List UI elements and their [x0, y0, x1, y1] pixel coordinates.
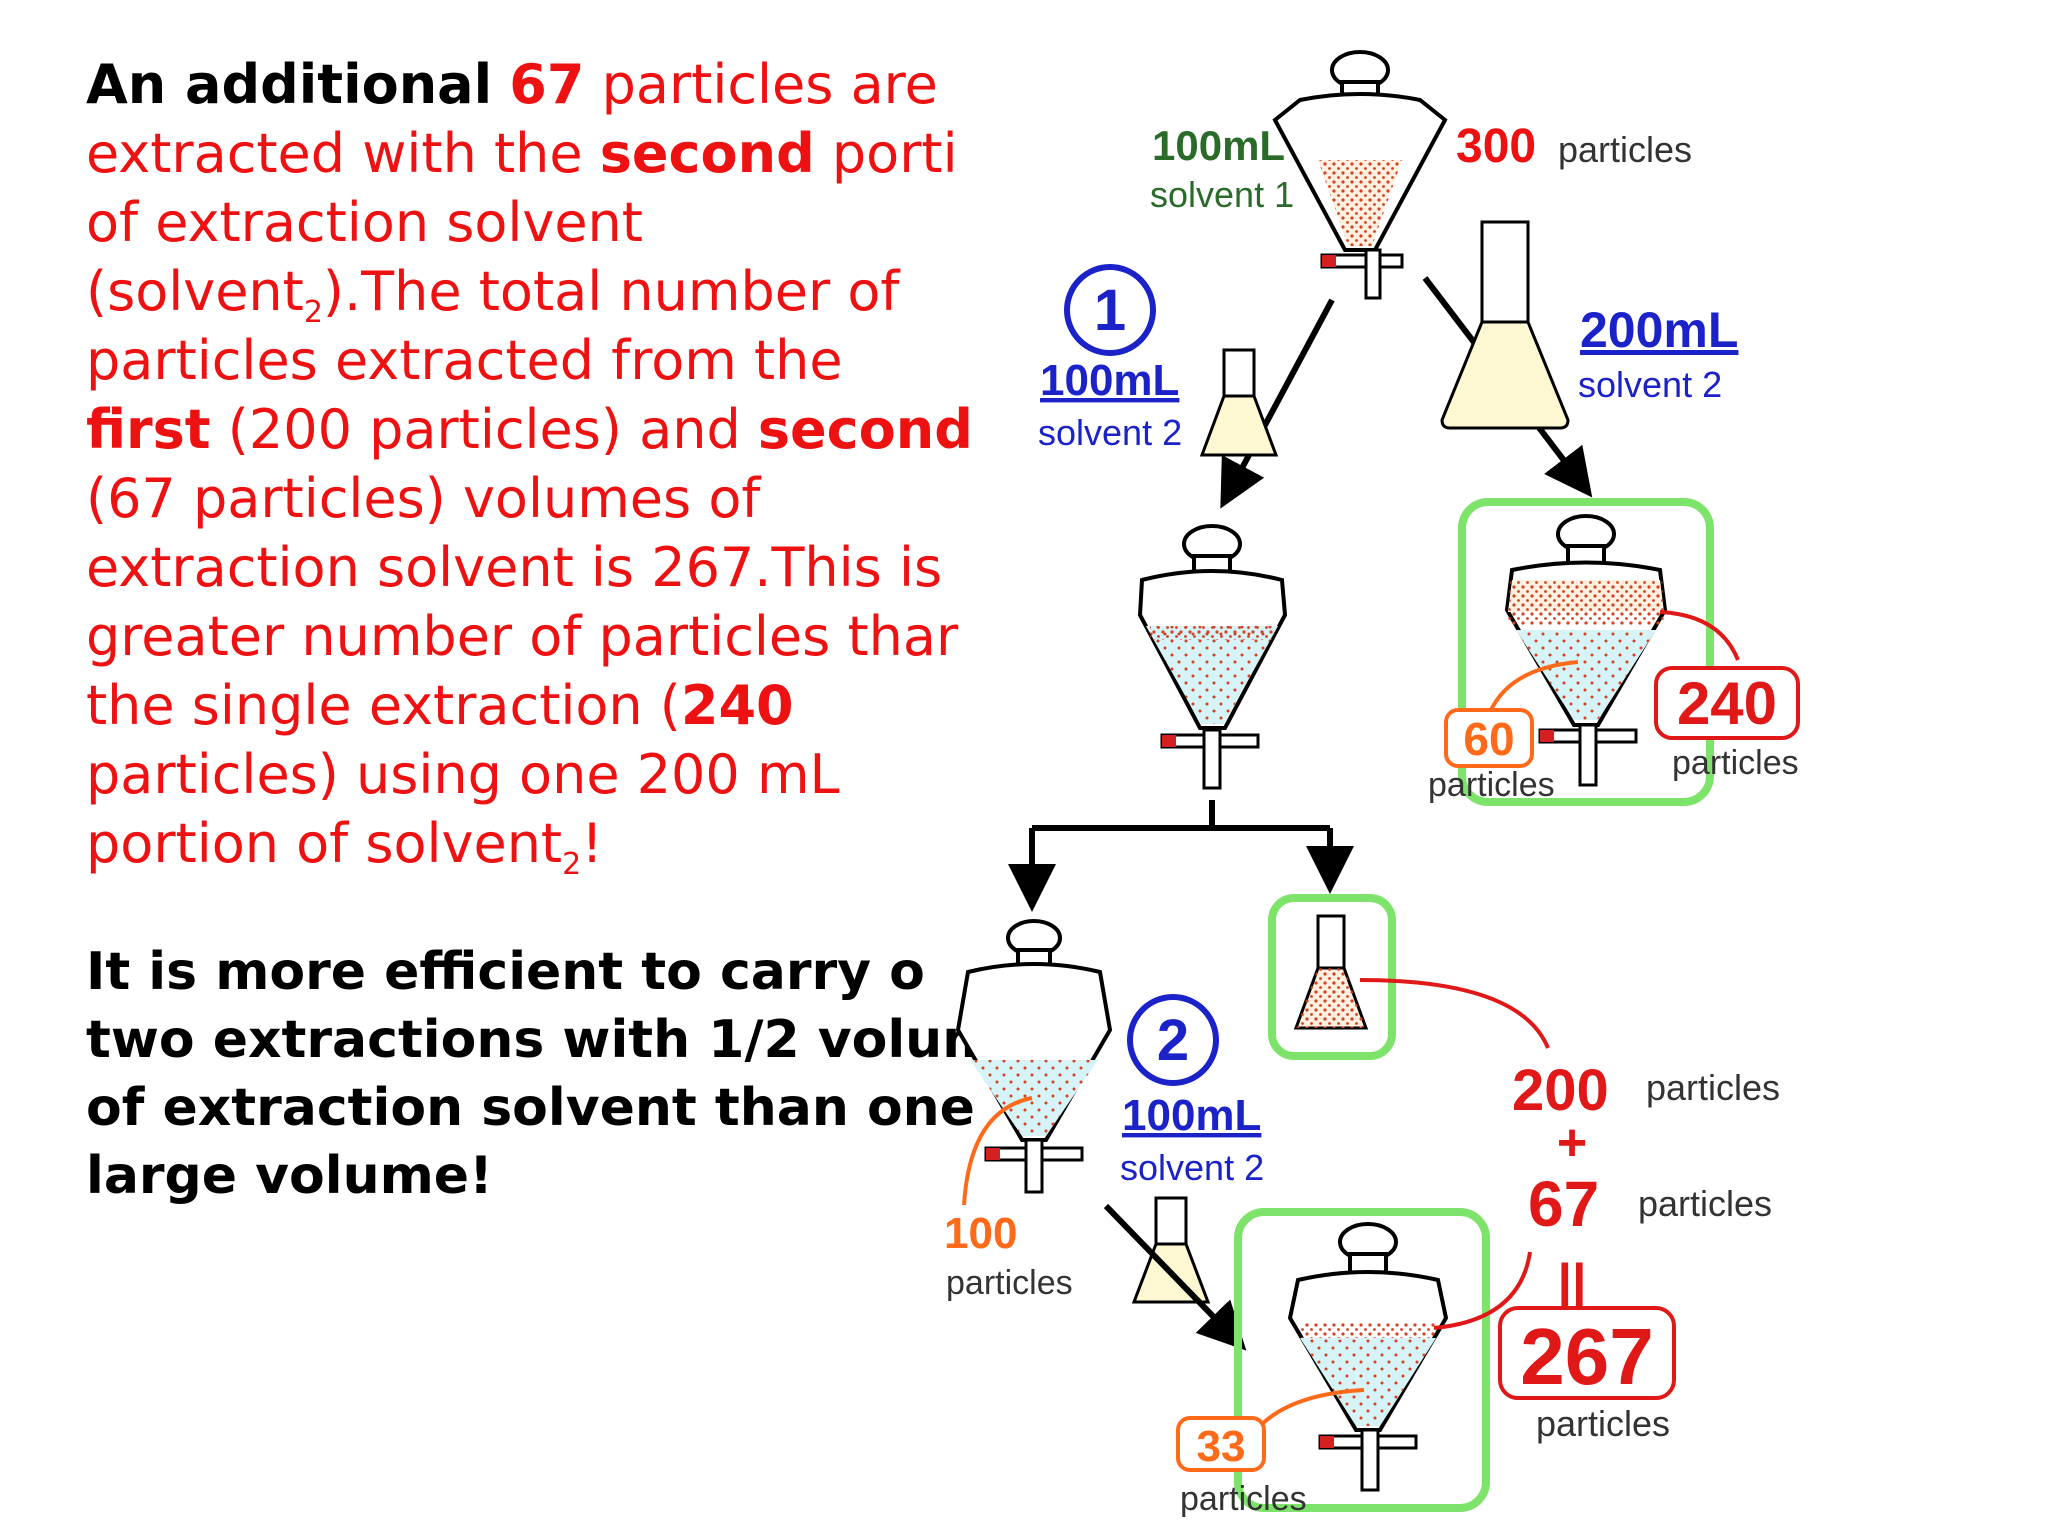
step1-number: 1 — [1094, 278, 1126, 343]
step2-result-box — [1234, 1208, 1490, 1512]
single-remaining-unit: particles — [1428, 766, 1555, 804]
top-count-unit: particles — [1558, 129, 1692, 170]
sum-b-unit: particles — [1638, 1183, 1772, 1224]
funnel-step2 — [955, 919, 1113, 1194]
text-first: first — [86, 398, 211, 461]
text-second-2: second — [757, 398, 973, 461]
text-greater-number: greater number of particles thar — [86, 605, 959, 668]
single-remaining-count: 60 — [1463, 713, 1514, 765]
single-extracted-unit: particles — [1672, 744, 1799, 782]
step2-remaining-box — [1176, 1416, 1266, 1472]
single-extracted-count: 240 — [1677, 670, 1777, 737]
text-total-number: ).The total number of — [322, 260, 900, 323]
funnel-top — [1272, 50, 1448, 300]
connector-100 — [962, 1096, 1033, 1206]
step1-volume: 100mL — [1040, 356, 1179, 405]
connector-67 — [1433, 1251, 1532, 1330]
text-extracted-with: extracted with the — [86, 122, 583, 185]
single-volume: 200mL — [1580, 302, 1738, 358]
text-portion-of-solvent: portion of solvent — [86, 812, 563, 875]
flask-extract-200 — [1293, 914, 1369, 1030]
split-connector — [1008, 800, 1354, 912]
connector-240 — [1659, 610, 1740, 661]
flask-small-step1 — [1199, 348, 1279, 457]
flask-large-200ml — [1440, 220, 1570, 430]
sum-plus: + — [1557, 1114, 1587, 1172]
text-subscript-2: 2 — [562, 846, 582, 882]
step2-remaining-count: 33 — [1197, 1422, 1246, 1471]
conclusion-line-3: of extraction solvent than one — [86, 1078, 975, 1138]
text-67: 67 — [509, 53, 585, 116]
step2-remaining-unit: particles — [1180, 1480, 1307, 1518]
sum-b-count: 67 — [1528, 1168, 1599, 1240]
step2-volume: 100mL — [1122, 1091, 1261, 1140]
text-67-particles-volumes: (67 particles) volumes of — [86, 467, 761, 530]
text-240: 240 — [680, 674, 794, 737]
step2-input-count: 100 — [944, 1209, 1017, 1258]
conclusion-line-1: It is more efficient to carry o — [86, 942, 925, 1002]
conclusion-line-4: large volume! — [86, 1146, 493, 1206]
funnel-single — [1504, 514, 1668, 787]
sum-a-unit: particles — [1646, 1067, 1780, 1108]
text-an-additional: An additional — [86, 53, 493, 116]
extract-flask-box — [1268, 894, 1396, 1060]
single-result-box — [1458, 498, 1714, 806]
text-extraction-solvent-267: extraction solvent is 267.This is — [86, 536, 943, 599]
text-porti: porti — [831, 122, 958, 185]
connector-60 — [1488, 660, 1579, 713]
step2-input-unit: particles — [946, 1264, 1073, 1302]
text-of-extraction-solvent: of extraction solvent — [86, 191, 643, 254]
connector-200 — [1359, 978, 1550, 1049]
connector-33 — [1256, 1388, 1365, 1430]
text-exclamation: ! — [581, 812, 603, 875]
sum-total-unit: particles — [1536, 1403, 1670, 1444]
arrow-to-step2-funnel — [1103, 1203, 1247, 1351]
text-200-particles-and: (200 particles) and — [227, 398, 741, 461]
top-count: 300 — [1456, 120, 1536, 173]
arrow-to-step1 — [1220, 298, 1335, 509]
text-subscript: 2 — [303, 294, 323, 330]
step1-solvent: solvent 2 — [1038, 412, 1182, 453]
top-solvent-label: solvent 1 — [1150, 174, 1294, 215]
sum-total-box — [1498, 1306, 1676, 1400]
text-solvent: (solvent — [86, 260, 304, 323]
step2-number: 2 — [1157, 1008, 1189, 1073]
text-particles-are: particles are — [601, 53, 938, 116]
text-single-extraction: the single extraction ( — [86, 674, 681, 737]
paragraph-main: An additional 67 particles are extracted… — [86, 50, 973, 879]
single-solvent: solvent 2 — [1578, 364, 1722, 405]
step2-circle — [1127, 994, 1219, 1086]
sum-equals: || — [1557, 1254, 1586, 1312]
sum-total-count: 267 — [1520, 1312, 1653, 1401]
step1-circle — [1064, 264, 1156, 356]
single-remaining-box — [1444, 708, 1534, 768]
paragraph-conclusion: It is more efficient to carry o two extr… — [86, 938, 996, 1210]
text-panel: An additional 67 particles are extracted… — [86, 50, 996, 1250]
text-second: second — [599, 122, 815, 185]
funnel-step2-result — [1287, 1222, 1449, 1492]
sum-a-count: 200 — [1512, 1058, 1609, 1123]
top-volume-label: 100mL — [1152, 122, 1285, 169]
text-particles-using: particles) using one 200 mL — [86, 743, 840, 806]
funnel-middle — [1137, 524, 1288, 790]
text-particles-extracted: particles extracted from the — [86, 329, 843, 392]
step2-solvent: solvent 2 — [1120, 1147, 1264, 1188]
single-extracted-box — [1654, 666, 1800, 740]
conclusion-line-2: two extractions with 1/2 volum — [86, 1010, 997, 1070]
